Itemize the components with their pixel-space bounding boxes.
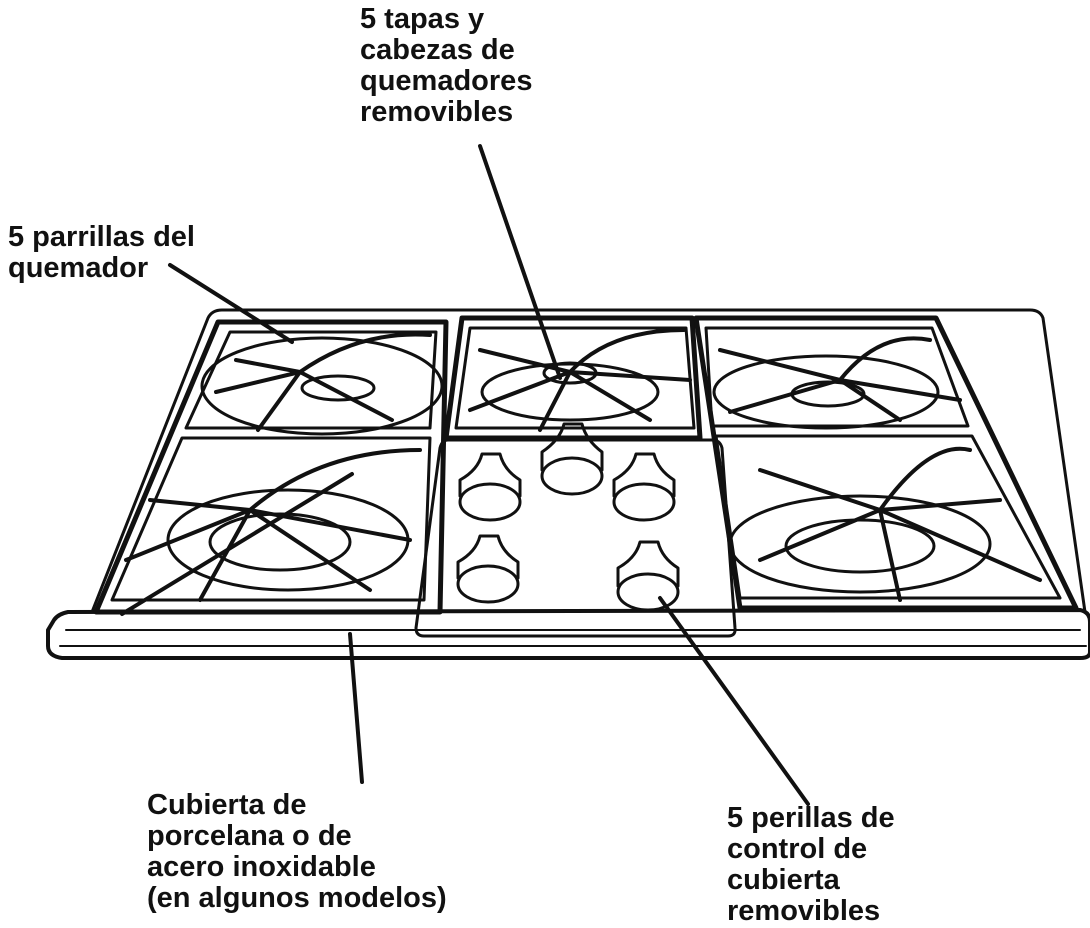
right-grate [693, 315, 1079, 611]
grates-leader-line [168, 263, 294, 344]
deck-leader-line [348, 632, 364, 784]
control-panel [414, 438, 737, 638]
cooktop-deck [46, 308, 1090, 660]
knob [616, 540, 680, 612]
knobs-leader-line [658, 596, 810, 806]
center-grate [443, 315, 703, 441]
control-knobs [456, 422, 680, 612]
burner-grates-label: 5 parrillas del quemador [8, 221, 195, 284]
callout-lines [120, 144, 810, 806]
knob [540, 422, 604, 496]
control-knobs-label: 5 perillas de control de cubierta removi… [727, 802, 895, 927]
cooktop-label: Cubierta de porcelana o de acero inoxida… [147, 789, 447, 914]
left-grate [93, 319, 449, 615]
knob [458, 452, 522, 522]
grates-leader-line-2 [120, 472, 354, 616]
knob [456, 534, 520, 604]
caps-leader-line [478, 144, 562, 380]
knob [612, 452, 676, 522]
burner-caps-label: 5 tapas y cabezas de quemadores removibl… [360, 3, 533, 128]
